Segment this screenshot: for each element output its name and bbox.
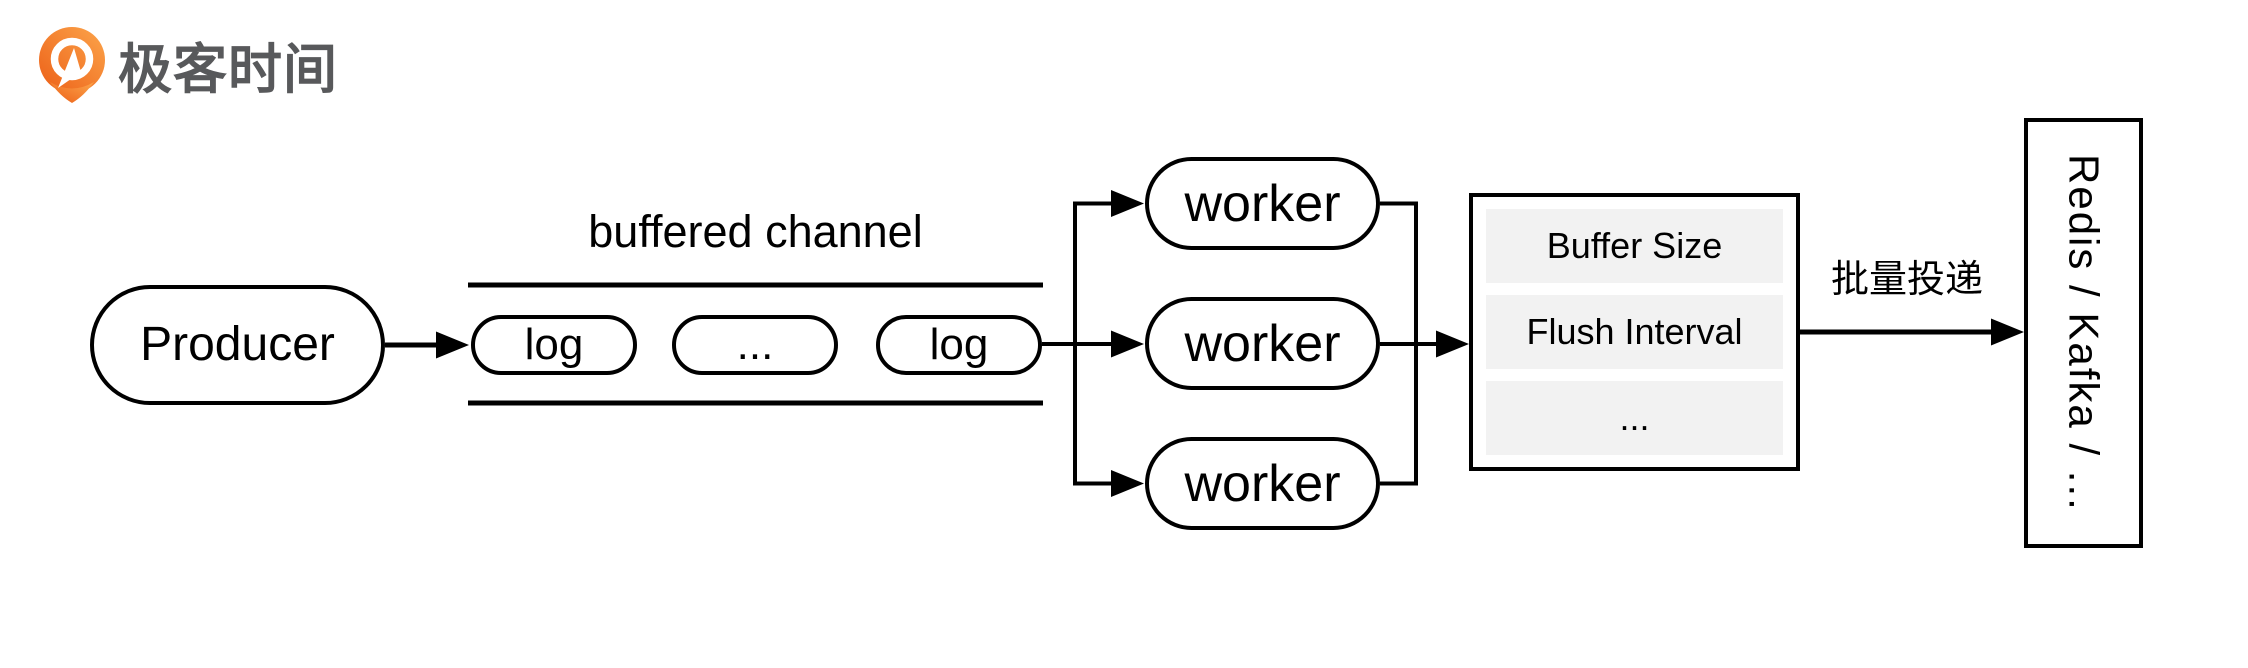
geektime-logo: 极客时间 bbox=[35, 26, 338, 104]
config-box: Buffer Size Flush Interval ... bbox=[1469, 193, 1800, 471]
fan-out-connectors bbox=[1042, 190, 1144, 497]
config-row-flush-interval: Flush Interval bbox=[1486, 295, 1783, 369]
channel-rails bbox=[468, 282, 1043, 406]
delivery-arrow-label: 批量投递 bbox=[1830, 259, 1983, 301]
sink-label: Redis / Kafka / ... bbox=[2060, 154, 2108, 512]
channel-item-label: log bbox=[524, 320, 584, 369]
worker-label: worker bbox=[1184, 174, 1341, 233]
geektime-pin-icon bbox=[39, 27, 105, 103]
worker-node-2: worker bbox=[1145, 297, 1380, 390]
channel-item-log-1: log bbox=[471, 315, 637, 375]
channel-item-log-2: log bbox=[876, 315, 1042, 375]
channel-item-label: log bbox=[929, 320, 989, 369]
config-row-label: Buffer Size bbox=[1546, 225, 1723, 266]
config-row-buffer-size: Buffer Size bbox=[1486, 209, 1783, 283]
channel-item-ellipsis: ... bbox=[672, 315, 838, 375]
delivery-arrow bbox=[1800, 318, 2024, 346]
channel-item-label: ... bbox=[736, 320, 774, 369]
producer-node: Producer bbox=[90, 285, 385, 405]
config-row-ellipsis: ... bbox=[1486, 381, 1783, 455]
worker-label: worker bbox=[1184, 314, 1341, 373]
channel-title: buffered channel bbox=[588, 206, 923, 257]
fan-in-connectors bbox=[1380, 201, 1469, 486]
worker-node-3: worker bbox=[1145, 437, 1380, 530]
logo-text: 极客时间 bbox=[118, 40, 338, 100]
sink-node: Redis / Kafka / ... bbox=[2024, 118, 2143, 548]
producer-label: Producer bbox=[140, 318, 335, 371]
config-row-label: Flush Interval bbox=[1526, 311, 1743, 352]
config-row-label: ... bbox=[1619, 397, 1650, 438]
worker-label: worker bbox=[1184, 454, 1341, 513]
worker-node-1: worker bbox=[1145, 157, 1380, 250]
producer-arrow bbox=[385, 331, 469, 359]
